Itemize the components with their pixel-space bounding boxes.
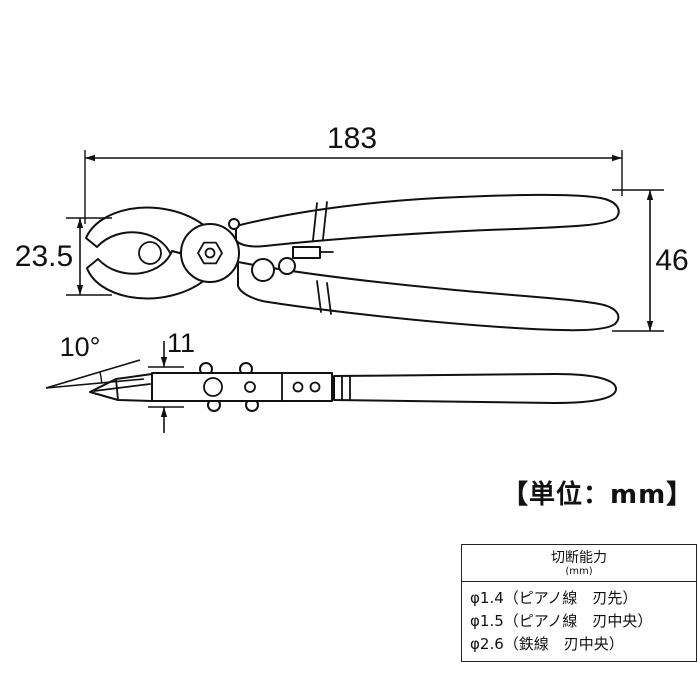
table-rows: φ1.4（ピアノ線 刃先） φ1.5（ピアノ線 刃中央） φ2.6（鉄線 刃中央…	[462, 582, 696, 656]
upper-grip-tick	[312, 202, 318, 241]
side-handle	[333, 373, 617, 404]
dim-blade-angle-label: 10°	[60, 332, 101, 362]
pivot-nut	[197, 241, 223, 265]
dim-length-label: 183	[327, 122, 377, 155]
table-title: 切断能力	[551, 550, 607, 566]
pivot-bolt	[204, 247, 216, 259]
side-blade-line	[93, 383, 151, 392]
side-nut	[203, 377, 223, 397]
table-row: φ1.5（ピアノ線 刃中央）	[470, 612, 653, 630]
upper-handle	[235, 193, 620, 248]
upper-grip-tick	[322, 201, 328, 240]
dimension-length: 183	[84, 122, 623, 224]
lower-grip-tick	[326, 282, 332, 315]
upper-jaw	[85, 206, 207, 256]
dim-head-height-label: 23.5	[15, 240, 73, 273]
latch	[292, 246, 321, 259]
dim-handle-height-label: 46	[655, 244, 688, 277]
table-row: φ1.4（ピアノ線 刃先）	[470, 589, 638, 607]
dimension-head-height: 23.5	[15, 217, 112, 296]
table-unit: (mm)	[565, 566, 593, 577]
dim-thickness-label: 11	[167, 328, 195, 358]
table-header: 切断能力 (mm)	[462, 545, 696, 582]
pliers-top-view	[85, 193, 620, 332]
cable-opening	[138, 241, 162, 265]
side-hole	[309, 381, 321, 393]
side-hole	[292, 381, 304, 393]
table-row: φ2.6（鉄線 刃中央）	[470, 635, 624, 653]
pliers-side-view	[89, 362, 617, 412]
dimension-thickness: 11	[148, 328, 195, 433]
unit-label: 【単位：mm】	[502, 480, 694, 510]
spring-roller-small	[278, 257, 296, 275]
side-body-bar	[151, 372, 333, 402]
dimension-handle-height: 46	[612, 189, 689, 332]
cutting-capacity-table: 切断能力 (mm) φ1.4（ピアノ線 刃先） φ1.5（ピアノ線 刃中央） φ…	[461, 544, 697, 662]
top-rivet	[228, 218, 240, 230]
side-blade-line	[115, 378, 119, 401]
lower-grip-tick	[316, 280, 322, 313]
lower-handle	[237, 261, 620, 332]
pivot-boss	[180, 223, 240, 283]
dimension-blade-angle: 10°	[45, 332, 145, 389]
lower-jaw	[86, 250, 207, 300]
side-bolt	[244, 381, 256, 393]
spring-roller	[251, 258, 275, 282]
